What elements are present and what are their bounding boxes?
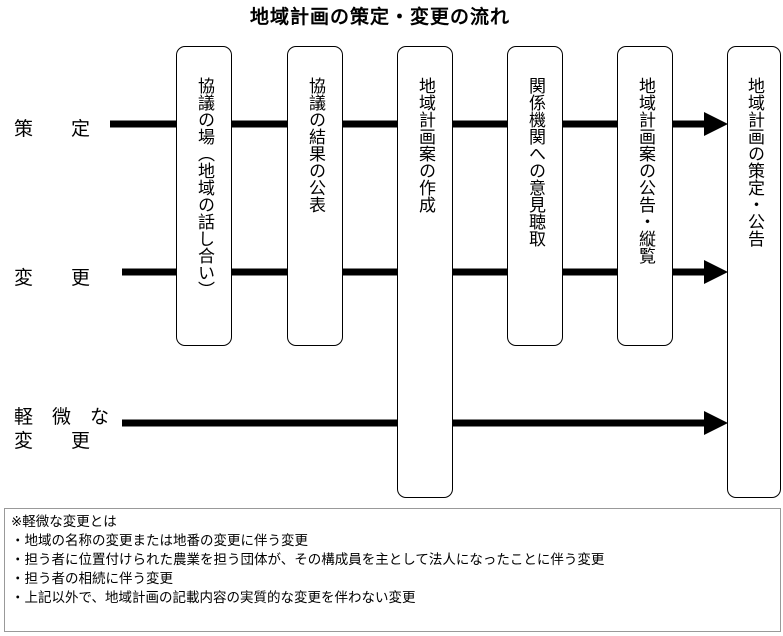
notes-item: ・担う者の相続に伴う変更 <box>11 571 173 587</box>
row-label-sakutei: 策 定 <box>14 118 91 140</box>
step-label-kyogi: 協議の場（地域の話し合い） <box>194 77 214 298</box>
arrowhead-henko <box>704 260 728 284</box>
step-label-keikakuan-sakusei: 地域計画案の作成 <box>415 77 435 213</box>
step-label-sakutei-kokoku: 地域計画の策定・公告 <box>744 77 764 247</box>
arrowhead-keibi <box>704 411 728 435</box>
step-box-iken-choshu: 関係機関への意見聴取 <box>507 46 563 346</box>
diagram-title: 地域計画の策定・変更の流れ <box>249 6 510 28</box>
step-label-kekka-kohyo: 協議の結果の公表 <box>305 77 325 213</box>
notes-heading: ※軽微な変更とは <box>11 514 117 530</box>
step-box-keikakuan-sakusei: 地域計画案の作成 <box>397 46 453 498</box>
step-box-sakutei-kokoku: 地域計画の策定・公告 <box>727 46 781 498</box>
step-label-iken-choshu: 関係機関への意見聴取 <box>525 77 545 247</box>
step-box-kekka-kohyo: 協議の結果の公表 <box>287 46 343 346</box>
notes-item: ・地域の名称の変更または地番の変更に伴う変更 <box>11 533 308 549</box>
step-label-kokoku-jyuran: 地域計画案の公告・縦覧 <box>635 77 655 264</box>
row-label-keibi-line1: 軽 微 な <box>14 406 110 428</box>
step-box-kyogi: 協議の場（地域の話し合い） <box>176 46 232 346</box>
notes-item: ・上記以外で、地域計画の記載内容の実質的な変更を伴わない変更 <box>11 590 416 606</box>
arrowhead-sakutei <box>704 112 728 136</box>
notes-box: ※軽微な変更とは ・地域の名称の変更または地番の変更に伴う変更 ・担う者に位置付… <box>4 508 781 632</box>
row-label-henko: 変 更 <box>14 267 91 289</box>
notes-item: ・担う者に位置付けられた農業を担う団体が、その構成員を主として法人になったことに… <box>11 552 605 568</box>
step-box-kokoku-jyuran: 地域計画案の公告・縦覧 <box>617 46 673 346</box>
row-label-keibi-line2: 変 更 <box>14 430 91 452</box>
